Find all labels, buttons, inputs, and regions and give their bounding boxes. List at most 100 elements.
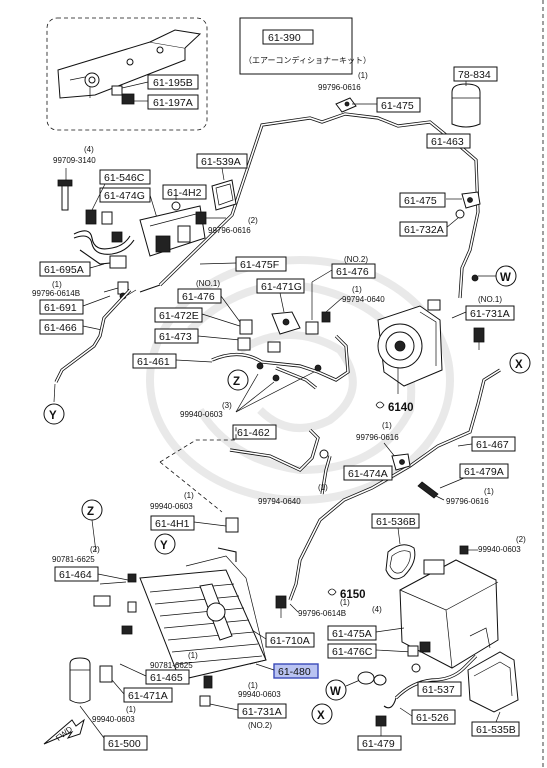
svg-text:61-546C: 61-546C	[104, 172, 145, 184]
label-61-535b[interactable]: 61-535B	[471, 721, 520, 737]
label-61-195b[interactable]: 61-195B	[147, 74, 199, 90]
label-61-479a[interactable]: 61-479A	[459, 463, 509, 479]
section-ref-6150[interactable]: 6150	[327, 588, 366, 601]
label-61-472e[interactable]: 61-472E	[154, 307, 203, 323]
label-61-461[interactable]: 61-461	[132, 353, 177, 369]
label-61-476-no1[interactable]: 61-476	[177, 288, 222, 304]
qty-text: (1)	[358, 71, 368, 80]
svg-text:61-475A: 61-475A	[332, 628, 372, 640]
connector-x-lower[interactable]: X	[311, 703, 333, 725]
svg-text:Y: Y	[160, 540, 168, 552]
connector-x-right[interactable]: X	[509, 352, 531, 374]
label-61-536b[interactable]: 61-536B	[371, 513, 420, 529]
hardware-code: 99796-0616	[446, 497, 489, 506]
hardware-code: 99940-0603	[92, 715, 135, 724]
clamp-61-475-right	[461, 191, 481, 209]
connector-w-lower[interactable]: W	[325, 679, 347, 701]
label-61-546c[interactable]: 61-546C	[99, 169, 151, 185]
hardware-code: 99940-0603	[238, 690, 281, 699]
label-61-526[interactable]: 61-526	[411, 709, 456, 725]
label-61-466[interactable]: 61-466	[39, 319, 84, 335]
connector-z-mid[interactable]: Z	[227, 369, 249, 391]
label-61-695a[interactable]: 61-695A	[39, 261, 91, 277]
duct-61-535b	[467, 651, 519, 713]
label-61-691[interactable]: 61-691	[39, 299, 84, 315]
section-ref-6140[interactable]: 6140	[375, 401, 414, 414]
svg-text:61-476: 61-476	[336, 266, 369, 278]
label-61-479[interactable]: 61-479	[357, 735, 402, 751]
svg-text:61-474G: 61-474G	[104, 190, 145, 202]
qty-text: (1)	[248, 681, 258, 690]
label-61-197a[interactable]: 61-197A	[147, 94, 199, 110]
label-61-474a[interactable]: 61-474A	[343, 465, 393, 481]
inset-bracket-plate	[57, 29, 202, 99]
wiring-harness-part	[73, 209, 135, 269]
svg-text:61-476: 61-476	[182, 291, 215, 303]
label-61-467[interactable]: 61-467	[471, 436, 516, 452]
svg-text:61-472E: 61-472E	[159, 310, 199, 322]
label-61-476c[interactable]: 61-476C	[327, 643, 377, 659]
bracket-assembly-part	[139, 194, 207, 257]
condenser-part	[139, 555, 267, 681]
label-61-464[interactable]: 61-464	[54, 566, 99, 582]
label-61-475-top[interactable]: 61-475	[376, 97, 421, 113]
label-61-474g[interactable]: 61-474G	[99, 187, 151, 203]
qty-text: (1)	[340, 598, 350, 607]
svg-text:W: W	[500, 272, 511, 284]
detail-inset-box	[46, 17, 208, 131]
label-61-710a[interactable]: 61-710A	[265, 632, 315, 648]
hardware-code: 99796-0614B	[298, 609, 346, 618]
label-61-390[interactable]: 61-390	[262, 29, 314, 45]
heater-unit-part	[399, 559, 499, 669]
qty-text: (2)	[90, 545, 100, 554]
label-61-4h2[interactable]: 61-4H2	[162, 184, 207, 200]
svg-text:61-474A: 61-474A	[348, 468, 388, 480]
label-61-462[interactable]: 61-462	[232, 424, 277, 440]
fitting-part	[314, 364, 322, 372]
label-61-500[interactable]: 61-500	[103, 735, 148, 751]
label-61-539a[interactable]: 61-539A	[196, 153, 248, 169]
label-61-731a-bottom[interactable]: 61-731A	[237, 703, 287, 719]
label-61-473[interactable]: 61-473	[154, 328, 199, 344]
label-78-834[interactable]: 78-834	[453, 66, 498, 82]
qty-text: (NO.1)	[478, 295, 502, 304]
svg-text:61-695A: 61-695A	[44, 264, 84, 276]
svg-text:6150: 6150	[340, 589, 366, 601]
hardware-code: 99709-3140	[53, 156, 96, 165]
svg-text:Y: Y	[49, 410, 57, 422]
svg-text:61-471A: 61-471A	[128, 690, 168, 702]
connector-y-lower[interactable]: Y	[154, 533, 176, 555]
label-61-465[interactable]: 61-465	[145, 669, 190, 685]
bracket-61-4h1	[217, 517, 239, 562]
svg-text:61-479: 61-479	[362, 738, 395, 750]
connector-z-lower[interactable]: Z	[81, 499, 103, 521]
hose-outline-dashed	[159, 425, 237, 463]
label-61-475f[interactable]: 61-475F	[235, 256, 287, 272]
label-61-471a[interactable]: 61-471A	[123, 687, 173, 703]
svg-text:61-535B: 61-535B	[476, 724, 516, 736]
clamp-61-475-top	[335, 97, 357, 113]
label-61-475-right[interactable]: 61-475	[399, 192, 446, 208]
label-61-537[interactable]: 61-537	[417, 681, 462, 697]
label-61-480-highlighted[interactable]: 61-480	[273, 663, 319, 679]
connector-w-top[interactable]: W	[495, 265, 517, 287]
qty-text: (4)	[84, 145, 94, 154]
label-61-731a-top[interactable]: 61-731A	[465, 305, 515, 321]
fitting-part	[272, 374, 280, 382]
svg-text:61-475: 61-475	[404, 195, 437, 207]
connector-y-left[interactable]: Y	[43, 403, 65, 425]
svg-text:61-465: 61-465	[150, 672, 183, 684]
svg-text:78-834: 78-834	[458, 69, 491, 81]
bolt-part	[275, 595, 287, 618]
svg-text:61-526: 61-526	[416, 712, 449, 724]
clamp-61-471g	[267, 311, 301, 353]
qty-text: (1)	[184, 491, 194, 500]
label-61-475a[interactable]: 61-475A	[327, 625, 377, 641]
label-61-476-no2[interactable]: 61-476	[331, 263, 376, 279]
label-61-4h1[interactable]: 61-4H1	[150, 515, 195, 531]
receiver-61-500	[69, 657, 113, 704]
svg-text:61-480: 61-480	[278, 666, 311, 678]
label-61-463[interactable]: 61-463	[426, 133, 471, 149]
label-61-732a[interactable]: 61-732A	[399, 221, 448, 237]
label-61-471g[interactable]: 61-471G	[256, 278, 305, 294]
